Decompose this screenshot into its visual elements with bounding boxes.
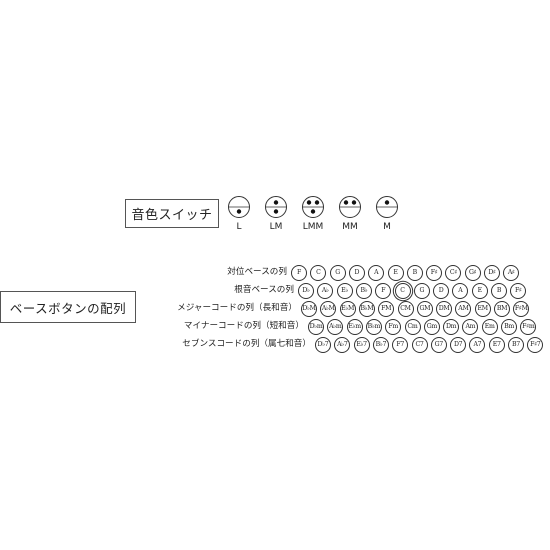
register-icon bbox=[302, 196, 324, 218]
bass-button[interactable]: FM bbox=[378, 301, 395, 317]
bass-button[interactable]: A7 bbox=[469, 337, 486, 353]
bass-button[interactable]: B bbox=[406, 265, 423, 281]
bass-button[interactable]: Em bbox=[481, 319, 498, 335]
register-switch-label: LMM bbox=[302, 222, 324, 232]
bass-layout-title: ベースボタンの配列 bbox=[0, 291, 136, 323]
register-switch-mm[interactable]: MM bbox=[337, 195, 363, 232]
bass-button[interactable]: GM bbox=[416, 301, 433, 317]
bass-button[interactable]: F♯ bbox=[426, 265, 443, 281]
bass-button[interactable]: CM bbox=[397, 301, 414, 317]
bass-button[interactable]: A bbox=[452, 283, 469, 299]
bass-button[interactable]: B7 bbox=[508, 337, 524, 353]
bass-button[interactable]: C bbox=[394, 283, 411, 299]
bass-button[interactable]: D♭ bbox=[298, 283, 314, 299]
bass-button[interactable]: D7 bbox=[450, 337, 467, 353]
bass-button[interactable]: G bbox=[413, 283, 430, 299]
bass-layout-title-text: ベースボタンの配列 bbox=[9, 300, 127, 316]
bass-button[interactable]: D♭m bbox=[308, 319, 324, 335]
bass-button[interactable]: C♯ bbox=[445, 265, 462, 281]
bass-button[interactable]: C bbox=[310, 265, 327, 281]
bass-button[interactable]: D bbox=[348, 265, 365, 281]
bass-button[interactable]: A♭m bbox=[327, 319, 344, 335]
bass-button[interactable]: F bbox=[375, 283, 392, 299]
bass-row-label: メジャーコードの列（長和音） bbox=[177, 303, 297, 313]
reed-dot-low bbox=[236, 209, 242, 214]
register-switch-lmm[interactable]: LMM bbox=[300, 195, 326, 232]
bass-button[interactable]: Gm bbox=[423, 319, 440, 335]
bass-button[interactable]: F♯m bbox=[520, 319, 537, 335]
register-icon bbox=[376, 196, 398, 218]
bass-row-label: マイナーコードの列（短和音） bbox=[183, 321, 304, 331]
bass-button[interactable]: B♭M bbox=[358, 301, 375, 317]
bass-row-label: 対位ベースの列 bbox=[227, 267, 287, 277]
bass-button[interactable]: B bbox=[491, 283, 507, 299]
register-switch-label: M bbox=[383, 222, 391, 232]
reed-dot-mid bbox=[384, 200, 390, 205]
register-switch-title-text: 音色スイッチ bbox=[131, 208, 213, 223]
register-icon bbox=[339, 196, 361, 218]
bass-button[interactable]: AM bbox=[455, 301, 472, 317]
bass-button[interactable]: D bbox=[433, 283, 450, 299]
bass-button[interactable]: B♭ bbox=[355, 283, 372, 299]
bass-button[interactable]: C7 bbox=[411, 337, 428, 353]
bass-button[interactable]: E7 bbox=[488, 337, 505, 353]
register-switch-lm[interactable]: LM bbox=[263, 195, 289, 232]
bass-button[interactable]: A♭M bbox=[320, 301, 337, 317]
reed-dot-mid bbox=[343, 200, 349, 205]
bass-button[interactable]: E♭m bbox=[346, 319, 363, 335]
bass-button[interactable]: EM bbox=[474, 301, 491, 317]
reed-dot-mid bbox=[306, 200, 312, 205]
bass-button[interactable]: Cm bbox=[404, 319, 421, 335]
bass-button[interactable]: G7 bbox=[430, 337, 447, 353]
register-switch-l[interactable]: L bbox=[226, 195, 252, 232]
bass-button[interactable]: BM bbox=[494, 301, 510, 317]
bass-button[interactable]: F♯ bbox=[510, 283, 527, 299]
bass-button[interactable]: D♯ bbox=[484, 265, 500, 281]
register-switch-label: LM bbox=[269, 222, 283, 232]
register-switch-m[interactable]: M bbox=[374, 195, 400, 232]
bass-button[interactable]: Fm bbox=[385, 319, 402, 335]
reed-dot-mid bbox=[273, 200, 279, 205]
bass-button[interactable]: Bm bbox=[501, 319, 517, 335]
bass-button[interactable]: Dm bbox=[443, 319, 460, 335]
bass-button[interactable]: DM bbox=[436, 301, 453, 317]
register-switch-label: MM bbox=[342, 222, 358, 232]
register-icon bbox=[228, 196, 250, 218]
bass-button[interactable]: A♭7 bbox=[334, 337, 351, 353]
bass-button[interactable]: E bbox=[387, 265, 404, 281]
bass-button[interactable]: G♯ bbox=[464, 265, 481, 281]
bass-button[interactable]: E♭ bbox=[336, 283, 353, 299]
bass-button[interactable]: D♭M bbox=[301, 301, 317, 317]
bass-button[interactable]: F♯M bbox=[513, 301, 530, 317]
bass-button[interactable]: F♯7 bbox=[527, 337, 544, 353]
bass-button[interactable]: Am bbox=[462, 319, 479, 335]
bass-button[interactable]: D♭7 bbox=[315, 337, 331, 353]
reed-dot-mid bbox=[314, 200, 320, 205]
register-switch-label: L bbox=[236, 222, 242, 232]
reed-dot-mid bbox=[351, 200, 357, 205]
bass-button[interactable]: B♭7 bbox=[372, 337, 389, 353]
bass-row-label: セブンスコードの列（属七和音） bbox=[182, 339, 311, 349]
bass-button[interactable]: E♭7 bbox=[353, 337, 370, 353]
bass-button[interactable]: A bbox=[368, 265, 385, 281]
bass-row-label: 根音ベースの列 bbox=[234, 285, 294, 295]
bass-button[interactable]: F bbox=[291, 265, 307, 281]
register-icon bbox=[265, 196, 287, 218]
reed-dot-low bbox=[273, 209, 279, 214]
bass-button[interactable]: A♭ bbox=[317, 283, 334, 299]
reed-dot-low bbox=[310, 209, 316, 214]
register-switch-title: 音色スイッチ bbox=[125, 199, 219, 228]
bass-button[interactable]: A♯ bbox=[503, 265, 520, 281]
bass-button[interactable]: E bbox=[471, 283, 488, 299]
bass-button[interactable]: E♭M bbox=[339, 301, 356, 317]
bass-button[interactable]: F7 bbox=[392, 337, 409, 353]
bass-button[interactable]: B♭m bbox=[365, 319, 382, 335]
bass-button[interactable]: G bbox=[329, 265, 346, 281]
